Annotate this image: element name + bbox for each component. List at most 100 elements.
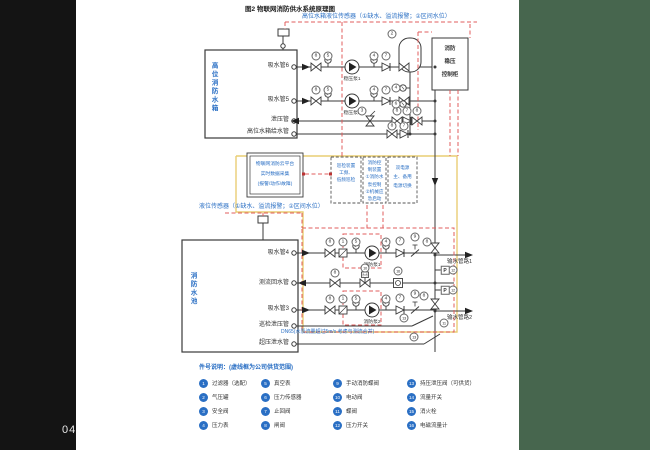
legend-label: 压力传感器 <box>274 395 302 401</box>
pipe-label-cyxsg: 超压泄水管 <box>258 340 289 346</box>
callout-8: 8 <box>311 85 321 95</box>
cabinet-label: 消防 稳压 控制柜 <box>433 43 467 82</box>
pipe-label-xsg3: 吸水管3 <box>267 306 289 312</box>
legend-label: 电磁流量计 <box>420 423 448 429</box>
pressure-vessel <box>398 37 422 73</box>
inspection-device-label: 巡检装置 工频、 低频巡检 <box>332 162 360 183</box>
callout-11: 11 <box>439 318 449 328</box>
legend-number: 4 <box>199 420 208 430</box>
callout-12: 12 <box>448 285 458 295</box>
control-line3: ①消防水 <box>365 174 384 180</box>
callout-8: 8 <box>422 237 432 247</box>
control-line4: 泵控制 <box>367 181 382 187</box>
page-title: 图2 物联网消防供水系统原理图 <box>245 6 335 13</box>
callout-1: 1 <box>338 237 348 247</box>
pump-label-xfb1: 消防泵1 <box>363 263 381 268</box>
legend-number: 12 <box>333 420 342 430</box>
legend-label: 过滤器（选配） <box>212 381 251 387</box>
control-line2: 制装置 <box>367 167 382 173</box>
legend-number: 6 <box>261 392 270 402</box>
dual-power-label: 双电源 主、备用 电源切换 <box>389 163 416 190</box>
legend-number: 15 <box>407 406 416 416</box>
fire-control-device-label: 消防控 制装置 ①消防水 泵控制 ②机械应 急启动 <box>363 159 386 202</box>
legend-number: 7 <box>261 406 270 416</box>
cloud-line1: 物联网消防云平台 <box>255 162 295 167</box>
power-line2: 主、备用 <box>393 174 412 179</box>
legend-item-6: 6 压力传感器 <box>261 390 333 404</box>
callout-9: 9 <box>410 289 420 299</box>
legend-item-3: 3 安全阀 <box>199 404 261 418</box>
inspect-line1: 巡检装置 <box>336 163 356 168</box>
callout-8: 8 <box>387 121 397 131</box>
control-line1: 消防控 <box>367 160 382 165</box>
inspect-line2: 工频、 <box>339 170 353 175</box>
cloud-platform-label: 物联网消防云平台 实时数据采集 (报警/动作/故障) <box>251 160 299 190</box>
callout-8: 8 <box>419 291 429 301</box>
pool-sensor-label: 液位传感器（①缺水、溢流报警；②区间水位） <box>199 204 324 210</box>
callout-7: 7 <box>399 121 409 131</box>
power-line1: 双电源 <box>395 165 410 170</box>
callout-13: 13 <box>399 313 409 323</box>
callout-2: 2 <box>387 29 397 39</box>
pipe-label-xsg5: 吸水管5 <box>267 97 289 103</box>
callout-8: 8 <box>325 294 335 304</box>
left-margin-bar <box>0 0 76 450</box>
pipe-label-gwg: 高位水箱给水管 <box>246 129 289 135</box>
top-sensor-label: 高位水箱液位传感器（①缺水、溢流报警；②区间水位） <box>302 14 451 20</box>
control-line6: 急启动 <box>367 196 382 202</box>
output-pipe-1-label: 输水管路1 <box>447 259 473 265</box>
legend-number: 16 <box>407 420 416 430</box>
dn65-note: DN65(水泵流量超过5m/s 考虑与测流合并) <box>281 329 375 335</box>
fire-pool-label: 消防水池 <box>189 272 197 306</box>
cabinet-line2: 稳压 <box>444 59 456 65</box>
legend-label: 电动阀 <box>346 395 363 401</box>
callout-8: 8 <box>330 268 340 278</box>
legend-number: 5 <box>261 378 270 388</box>
callout-P: P <box>440 285 450 295</box>
high-level-tank-label: 高位消防水箱 <box>210 62 218 113</box>
callout-4: 4 <box>369 51 379 61</box>
legend-label: 真空表 <box>274 381 291 387</box>
legend-label: 压力表 <box>212 423 229 429</box>
callout-6: 6 <box>391 99 401 109</box>
callout-7: 7 <box>395 293 405 303</box>
legend-label: 安全阀 <box>212 409 229 415</box>
pipe-label-clhsg: 测流回水管 <box>258 280 289 286</box>
callout-1: 1 <box>338 294 348 304</box>
legend-number: 3 <box>199 406 208 416</box>
cabinet-line3: 控制柜 <box>441 72 459 78</box>
legend-label: 压力开关 <box>346 423 369 429</box>
callout-4: 4 <box>381 237 391 247</box>
legend-label: 气压罐 <box>212 395 229 401</box>
callout-8: 8 <box>412 106 422 116</box>
control-line5: ②机械应 <box>365 188 384 194</box>
legend-item-12: 12 压力开关 <box>333 418 407 432</box>
pipe-label-xsg4: 吸水管4 <box>267 250 289 256</box>
callout-12: 12 <box>448 265 458 275</box>
callout-5: 5 <box>351 237 361 247</box>
callout-P: P <box>440 265 450 275</box>
legend-label: 闸阀 <box>274 423 286 429</box>
callout-8: 8 <box>325 237 335 247</box>
inspect-line3: 低频巡检 <box>336 177 356 182</box>
legend-number: 9 <box>333 378 342 388</box>
legend-item-4: 4 压力表 <box>199 418 261 432</box>
page-number: 04 <box>62 424 77 436</box>
pipe-label-xsg6: 吸水管6 <box>267 63 289 69</box>
callout-10: 10 <box>360 263 370 273</box>
legend-number: 13 <box>407 378 416 388</box>
pump-label-wyb2: 稳压泵2 <box>343 111 361 116</box>
legend-title: 件号说明：(虚线框为公司供货范围) <box>199 365 293 371</box>
pipe-label-xyg: 泄压管 <box>270 117 289 123</box>
legend-number: 14 <box>407 392 416 402</box>
